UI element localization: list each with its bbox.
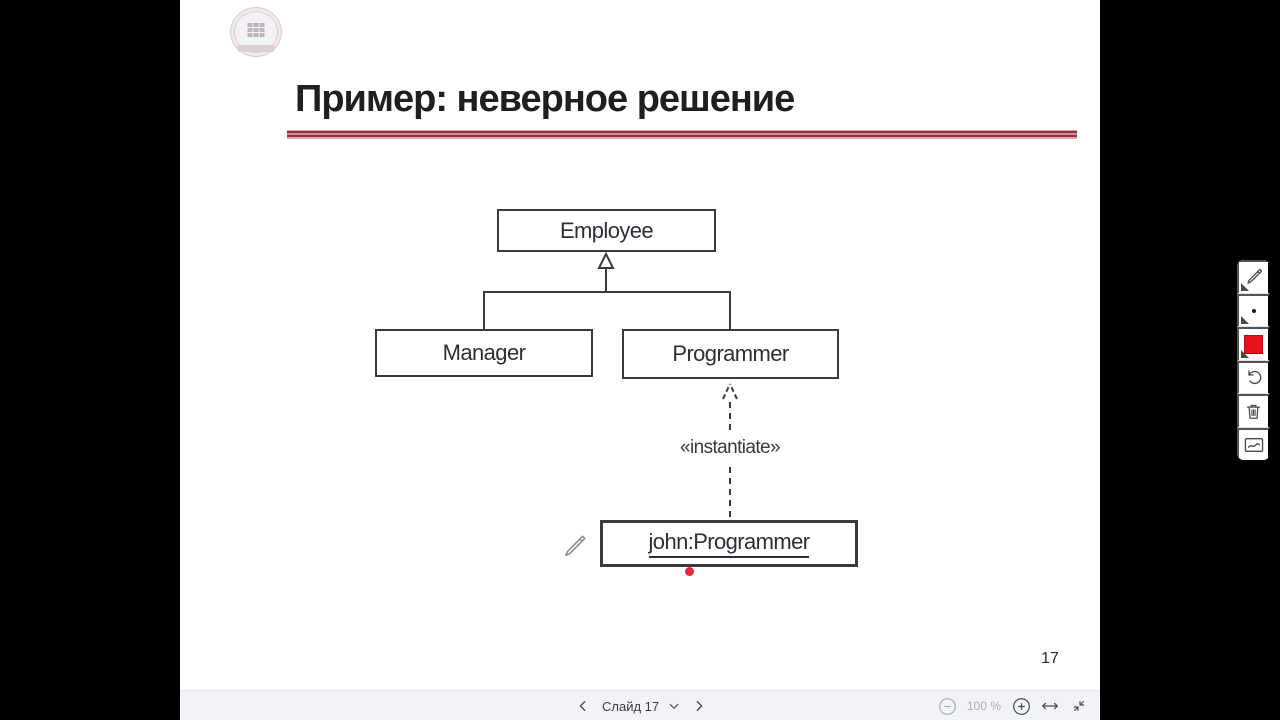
logo-grid-pattern: [247, 22, 265, 37]
presenter-bottom-bar: Слайд 17 100 %: [180, 690, 1100, 720]
uml-class-employee: Employee: [497, 209, 716, 252]
plus-circle-icon: [1012, 697, 1030, 715]
undo-icon: [1247, 370, 1261, 384]
color-tool-button[interactable]: [1237, 327, 1270, 361]
previous-slide-button[interactable]: [572, 695, 594, 717]
clear-annotations-button[interactable]: [1237, 394, 1270, 428]
slide-navigation: Слайд 17: [572, 691, 710, 720]
pen-tool-button[interactable]: [1237, 260, 1270, 294]
red-ink-annotation-dot: [685, 567, 694, 576]
pen-cursor-icon: [565, 535, 586, 557]
curve-rect-icon: [1244, 437, 1263, 452]
minus-circle-icon: [938, 697, 956, 715]
zoom-controls: 100 %: [937, 691, 1089, 720]
undo-button[interactable]: [1237, 360, 1270, 394]
logo-banner: [237, 45, 275, 52]
uml-stereotype-instantiate: «instantiate»: [676, 437, 784, 459]
submenu-corner-flag-icon: [1241, 349, 1249, 358]
university-seal-logo: [230, 7, 282, 57]
curve-tool-button[interactable]: [1237, 427, 1270, 460]
fit-width-button[interactable]: [1040, 696, 1060, 716]
dot-icon: [1251, 308, 1256, 313]
slide-title: Пример: неверное решение: [295, 78, 795, 120]
uml-connectors: [483, 251, 738, 518]
compress-arrows-icon: [1073, 700, 1085, 712]
uml-class-employee-label: Employee: [559, 217, 654, 243]
slide-page-number: 17: [1041, 650, 1059, 667]
collapse-view-button[interactable]: [1069, 696, 1089, 716]
chevron-right-icon: [696, 700, 703, 712]
uml-class-manager-label: Manager: [442, 340, 526, 365]
title-underline-rule: [287, 130, 1077, 139]
red-color-swatch: [1244, 334, 1263, 354]
submenu-corner-flag-icon: [1241, 282, 1249, 291]
zoom-in-button[interactable]: [1011, 696, 1031, 716]
slide-selector-label: Слайд 17: [602, 698, 660, 714]
chevron-left-icon: [579, 700, 586, 712]
next-slide-button[interactable]: [688, 695, 710, 717]
stroke-width-tool-button[interactable]: [1237, 293, 1270, 327]
uml-object-john-programmer: john:Programmer: [600, 520, 858, 567]
zoom-out-button[interactable]: [937, 696, 957, 716]
trash-icon: [1247, 404, 1260, 419]
slide-selector[interactable]: Слайд 17: [602, 699, 680, 714]
uml-class-manager: Manager: [375, 329, 593, 377]
chevron-down-icon: [669, 703, 679, 709]
uml-class-programmer: Programmer: [622, 329, 839, 379]
horizontal-arrows-icon: [1042, 702, 1058, 710]
submenu-corner-flag-icon: [1241, 316, 1249, 324]
pencil-icon: [1246, 269, 1262, 284]
annotation-toolbar: [1237, 260, 1270, 460]
slide-canvas[interactable]: Пример: неверное решение Employee Manage…: [180, 0, 1100, 690]
zoom-level-value: 100 %: [966, 699, 1002, 713]
uml-class-programmer-label: Programmer: [672, 341, 789, 366]
uml-object-label: john:Programmer: [648, 529, 810, 558]
